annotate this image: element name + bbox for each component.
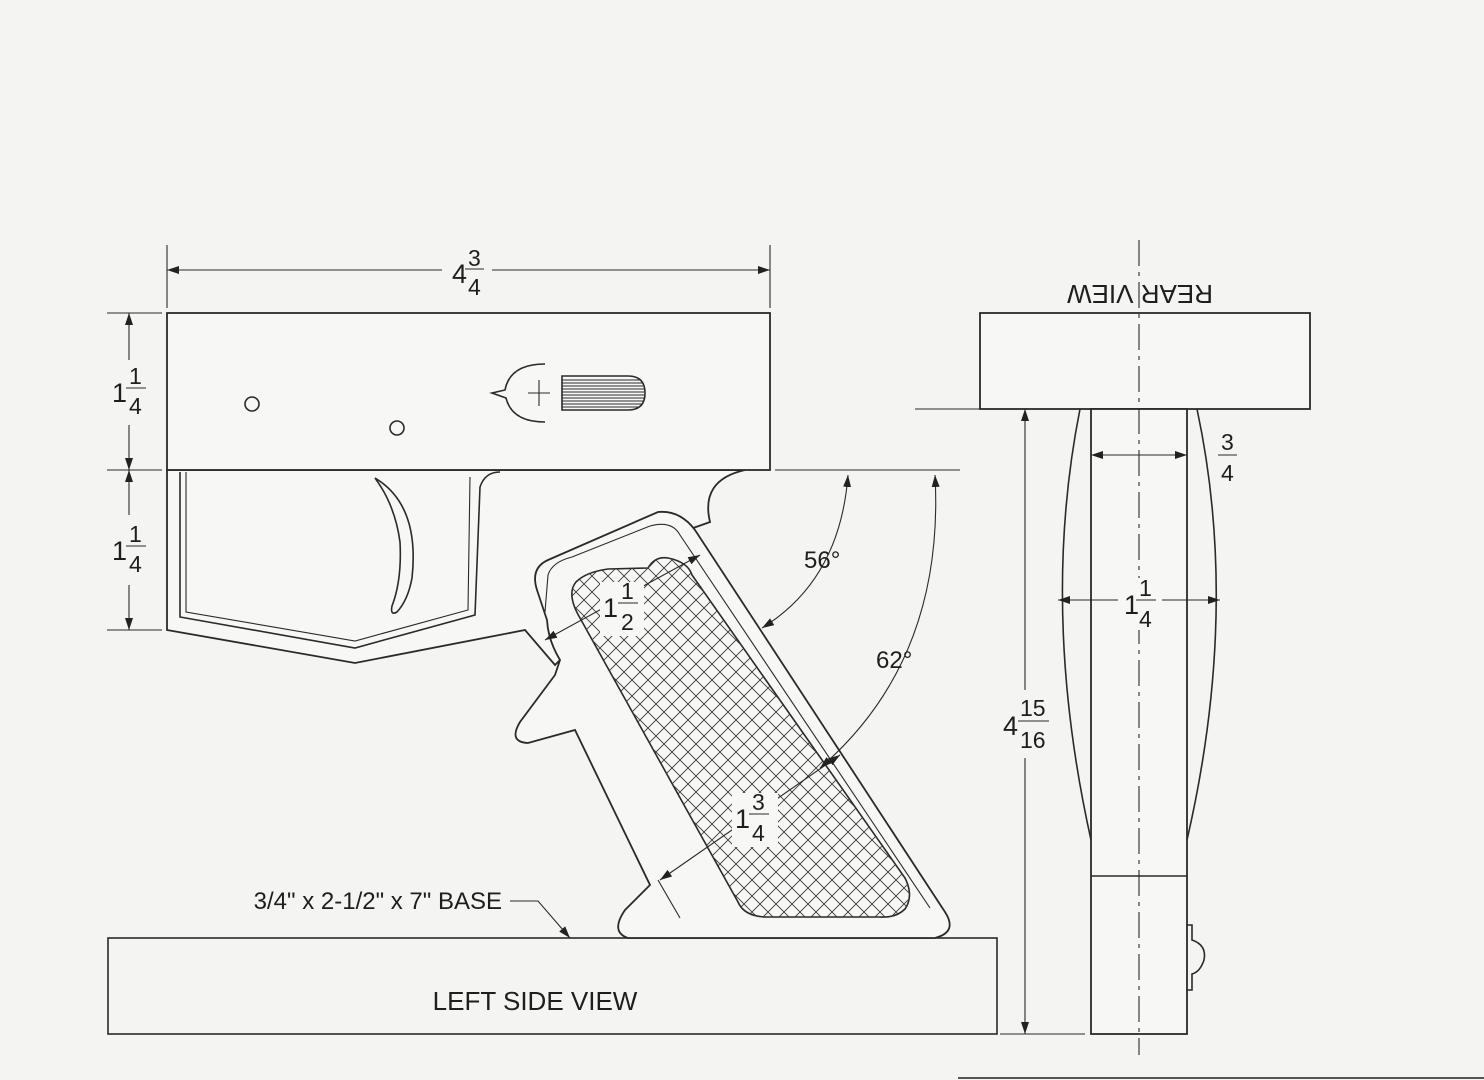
pin-hole-rear (389, 420, 405, 436)
angle-rear-label: 62° (876, 647, 912, 674)
rear-grip-right-bulge (1186, 408, 1218, 841)
dim-receiver-length: 4 3 4 (452, 245, 484, 300)
base-leader (510, 900, 571, 939)
svg-text:4: 4 (452, 259, 467, 289)
svg-text:4: 4 (752, 820, 765, 846)
svg-text:1: 1 (112, 536, 127, 566)
svg-text:16: 16 (1020, 727, 1046, 753)
svg-text:3: 3 (1221, 429, 1234, 455)
rear-safety-knob (1187, 924, 1206, 991)
side-view-dimensions: 4 3 4 1 1 4 1 1 4 1 1 (107, 245, 960, 919)
left-side-view: LEFT SIDE VIEW 3/4" x 2-1/2" x 7" BASE (107, 312, 998, 1035)
svg-text:4: 4 (1221, 460, 1234, 486)
trigger-guard-inner (179, 471, 501, 649)
svg-text:4: 4 (1003, 711, 1018, 741)
angle-front-label: 56° (804, 547, 840, 574)
dim-grip-top-width: 1 1 2 (600, 578, 644, 636)
dim-rear-grip-thickness: 3 4 (1218, 429, 1237, 486)
left-side-view-label: LEFT SIDE VIEW (433, 986, 638, 1016)
rear-receiver-block (979, 312, 1311, 410)
safety-selector (489, 363, 646, 423)
svg-text:1: 1 (603, 593, 618, 623)
angle-arc-62 (819, 474, 940, 769)
base-block (107, 937, 998, 1035)
svg-text:1: 1 (129, 363, 142, 389)
svg-text:3: 3 (752, 789, 765, 815)
trigger-guard-inner-line (185, 472, 471, 642)
svg-text:2: 2 (621, 609, 634, 635)
svg-text:3: 3 (468, 245, 481, 271)
svg-text:1: 1 (1139, 575, 1152, 601)
svg-text:4: 4 (1139, 606, 1152, 632)
pin-hole-front (244, 396, 260, 412)
svg-text:1: 1 (735, 804, 750, 834)
dim-rear-grip-width: 1 1 4 (1120, 575, 1160, 632)
svg-text:4: 4 (129, 393, 142, 419)
base-note: 3/4" x 2-1/2" x 7" BASE (254, 888, 502, 915)
dim-receiver-height: 1 1 4 (112, 363, 146, 419)
dim-overall-height: 4 15 16 (1003, 695, 1049, 753)
rear-view: REAR VIEW 3 4 1 1 4 (915, 240, 1311, 1055)
svg-text:1: 1 (621, 578, 634, 604)
svg-text:1: 1 (1124, 590, 1139, 620)
rear-grip-left-bulge (1061, 408, 1092, 841)
upper-receiver (166, 312, 771, 471)
svg-text:1: 1 (112, 378, 127, 408)
svg-text:15: 15 (1020, 695, 1046, 721)
dim-grip-bottom-width: 1 3 4 (732, 789, 778, 847)
rear-view-label: REAR VIEW (1067, 279, 1213, 309)
svg-text:1: 1 (129, 521, 142, 547)
svg-text:4: 4 (129, 551, 142, 577)
dim-trigger-guard-height: 1 1 4 (112, 521, 146, 577)
svg-text:4: 4 (468, 274, 481, 300)
trigger (374, 477, 414, 614)
